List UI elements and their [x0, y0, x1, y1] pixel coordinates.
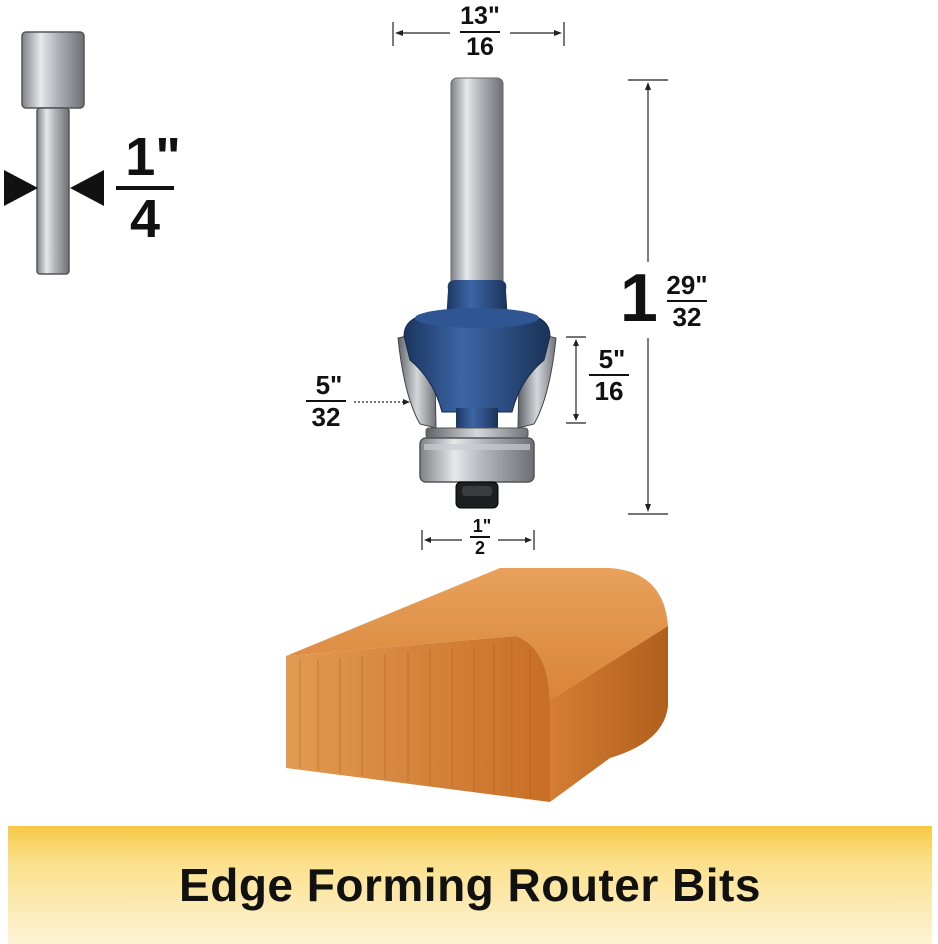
bearing-diameter-numerator: 1" — [472, 516, 492, 536]
fraction-bar — [306, 400, 346, 402]
shank-length-dimension-label: 13" 16 — [454, 4, 506, 60]
shank-diameter-label: 1" 4 — [114, 130, 181, 249]
cutting-height-denominator: 16 — [594, 376, 624, 406]
arrow-right-icon — [4, 170, 38, 206]
radius-label: 5" 32 — [302, 372, 350, 430]
overall-length-numerator: 29" — [666, 270, 708, 300]
bearing-diameter-label: 1" 2 — [464, 517, 496, 557]
overall-length-whole: 1 — [620, 260, 658, 336]
overall-length-fraction: 29" 32 — [662, 272, 712, 330]
fraction-bar — [470, 536, 490, 538]
shank-length-denominator: 16 — [466, 33, 494, 61]
wood-workpiece — [286, 568, 668, 802]
radius-numerator: 5" — [315, 370, 343, 400]
fraction-bar — [667, 300, 707, 302]
shank-size-icon — [4, 31, 104, 275]
shank-length-numerator: 13" — [460, 2, 500, 30]
title-banner: Edge Forming Router Bits — [8, 826, 932, 944]
fraction-bar — [116, 186, 174, 190]
fraction-bar — [589, 374, 629, 376]
shank-diameter-whole: 1" — [125, 127, 181, 187]
arrow-left-icon — [70, 170, 104, 206]
cutting-height-label: 5" 16 — [584, 346, 634, 404]
cutting-height-numerator: 5" — [598, 344, 626, 374]
banner-title: Edge Forming Router Bits — [179, 859, 761, 911]
router-bit — [397, 77, 557, 509]
radius-denominator: 32 — [311, 402, 341, 432]
overall-length-denominator: 32 — [672, 302, 702, 332]
fraction-bar — [460, 31, 500, 33]
shank-diameter-denominator: 4 — [129, 189, 161, 249]
bearing-diameter-denominator: 2 — [474, 538, 485, 558]
dimension-lines — [354, 22, 668, 550]
